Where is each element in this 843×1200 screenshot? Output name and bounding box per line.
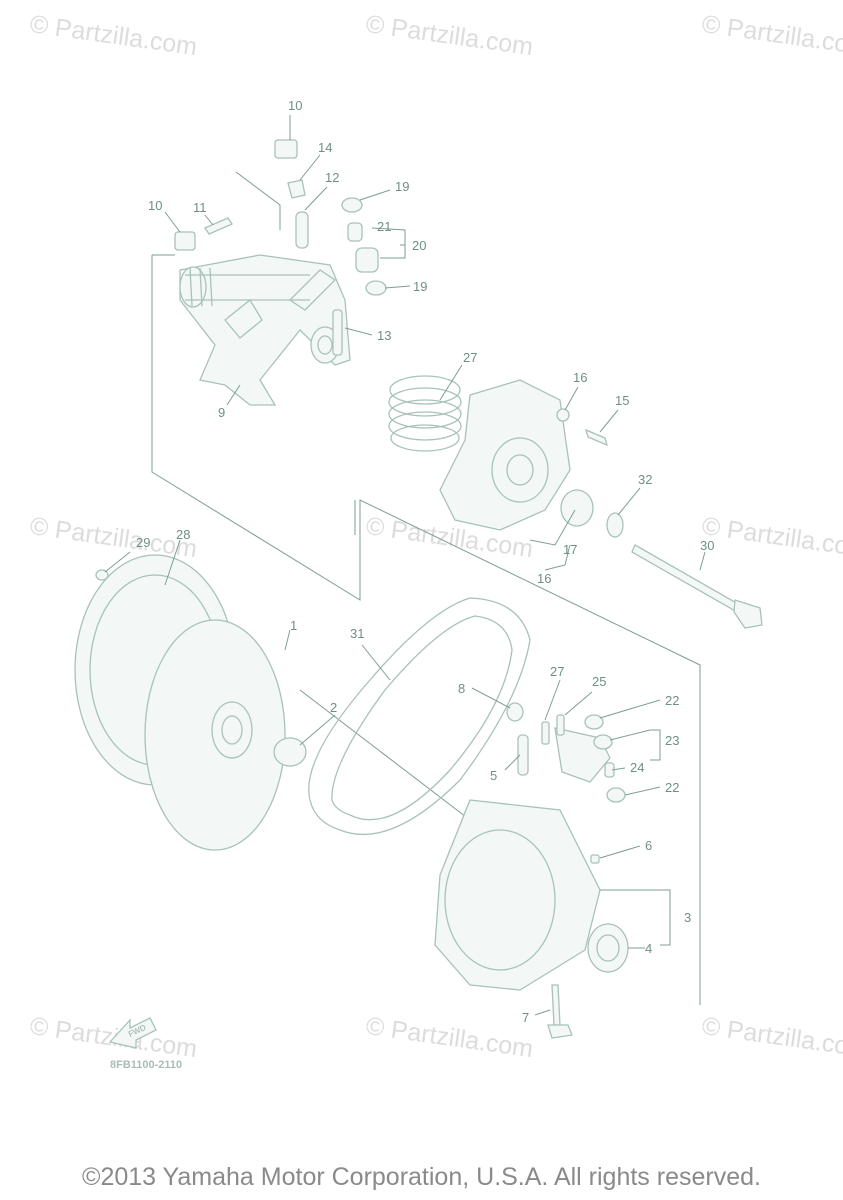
- callout: 27: [463, 350, 477, 365]
- copyright-notice: ©2013 Yamaha Motor Corporation, U.S.A. A…: [82, 1163, 761, 1191]
- callout: 1: [290, 618, 297, 633]
- callout: 22: [665, 693, 679, 708]
- callout: 19: [413, 279, 427, 294]
- callout: 25: [592, 674, 606, 689]
- callout: 31: [350, 626, 364, 641]
- callout: 10: [148, 198, 162, 213]
- callout: 3: [684, 910, 691, 925]
- callout: 16: [537, 571, 551, 586]
- callout: 19: [395, 179, 409, 194]
- secondary-housing-part: [434, 702, 629, 1039]
- callout: 15: [615, 393, 629, 408]
- assembly-outline: [151, 171, 701, 1005]
- diagram-code: 8FB1100-2110: [110, 1059, 183, 1071]
- long-bolt-part: [631, 544, 763, 629]
- callout: 22: [665, 780, 679, 795]
- callouts: 10 14 12 19 10 11 21 20 19 13 9 27 16 15…: [136, 98, 714, 1025]
- callout: 11: [193, 200, 207, 215]
- spider-hub-part: [179, 254, 351, 406]
- fwd-arrow-icon: FWD: [108, 1017, 157, 1049]
- callout: 29: [136, 535, 150, 550]
- callout: 32: [638, 472, 652, 487]
- callout: 6: [645, 838, 652, 853]
- callout: 9: [218, 405, 225, 420]
- movable-sheave-part: [74, 554, 307, 851]
- callout: 5: [490, 768, 497, 783]
- callout: 24: [630, 760, 644, 775]
- callout: 8: [458, 681, 465, 696]
- leader-lines: [104, 115, 706, 1016]
- small-parts-upper: [174, 139, 387, 356]
- callout: 4: [645, 941, 652, 956]
- callout: 23: [665, 733, 679, 748]
- drive-belt-part: [308, 597, 531, 836]
- callout: 30: [700, 538, 714, 553]
- callout: 2: [330, 700, 337, 715]
- spring-part: [388, 375, 462, 452]
- callout: 10: [288, 98, 302, 113]
- callout: 20: [412, 238, 426, 253]
- callout: 13: [377, 328, 391, 343]
- callout: 17: [563, 542, 577, 557]
- callout: 12: [325, 170, 339, 185]
- callout: 27: [550, 664, 564, 679]
- callout: 14: [318, 140, 332, 155]
- cover-part: [439, 379, 624, 538]
- callout: 21: [377, 219, 391, 234]
- callout: 7: [522, 1010, 529, 1025]
- callout: 16: [573, 370, 587, 385]
- callout: 28: [176, 527, 190, 542]
